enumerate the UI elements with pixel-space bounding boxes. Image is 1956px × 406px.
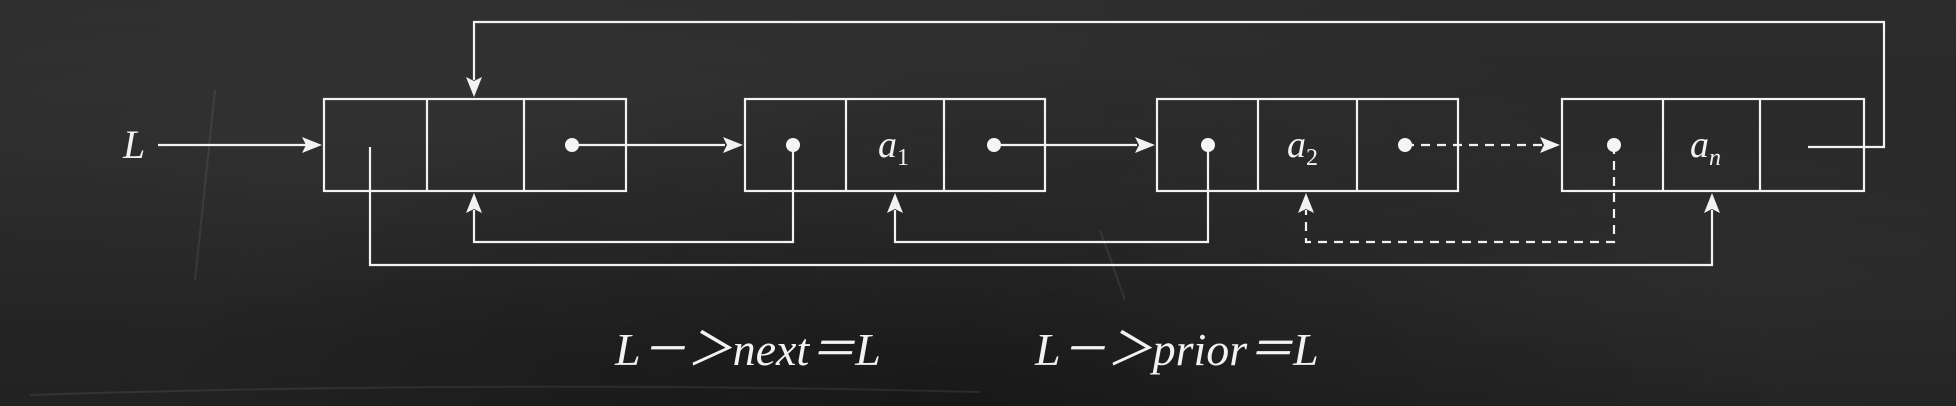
arrowhead — [1135, 137, 1155, 153]
prior-link-a2-to-a1 — [893, 145, 1210, 244]
arrowhead — [466, 193, 482, 213]
caption-prior-equation: L－＞prior＝L — [1034, 324, 1319, 375]
arrowhead — [302, 137, 322, 153]
arrowhead — [1540, 137, 1560, 153]
arrowhead — [1298, 193, 1314, 213]
head-pointer-label: L — [122, 122, 145, 167]
prior-link-a1-to-head — [472, 145, 795, 244]
arrowhead — [887, 193, 903, 213]
prior-link-an-to-a2 — [1304, 145, 1616, 244]
prior-link-head-to-an — [368, 147, 1714, 267]
arrowhead — [466, 77, 482, 97]
next-link-an-to-head — [472, 20, 1886, 149]
chalk-scratch — [194, 89, 216, 281]
node-an: an — [1560, 97, 1866, 193]
arrowhead — [1704, 193, 1720, 213]
node-data-label: an — [1690, 124, 1721, 171]
node-a2: a2 — [1155, 97, 1460, 193]
node-data-label: a2 — [1287, 124, 1318, 171]
arrowhead — [723, 137, 743, 153]
node-box — [1560, 97, 1866, 193]
caption-next-equation: L－＞next＝L — [614, 324, 881, 375]
node-data-label: a1 — [878, 124, 909, 171]
chalk-scratch — [29, 385, 981, 396]
